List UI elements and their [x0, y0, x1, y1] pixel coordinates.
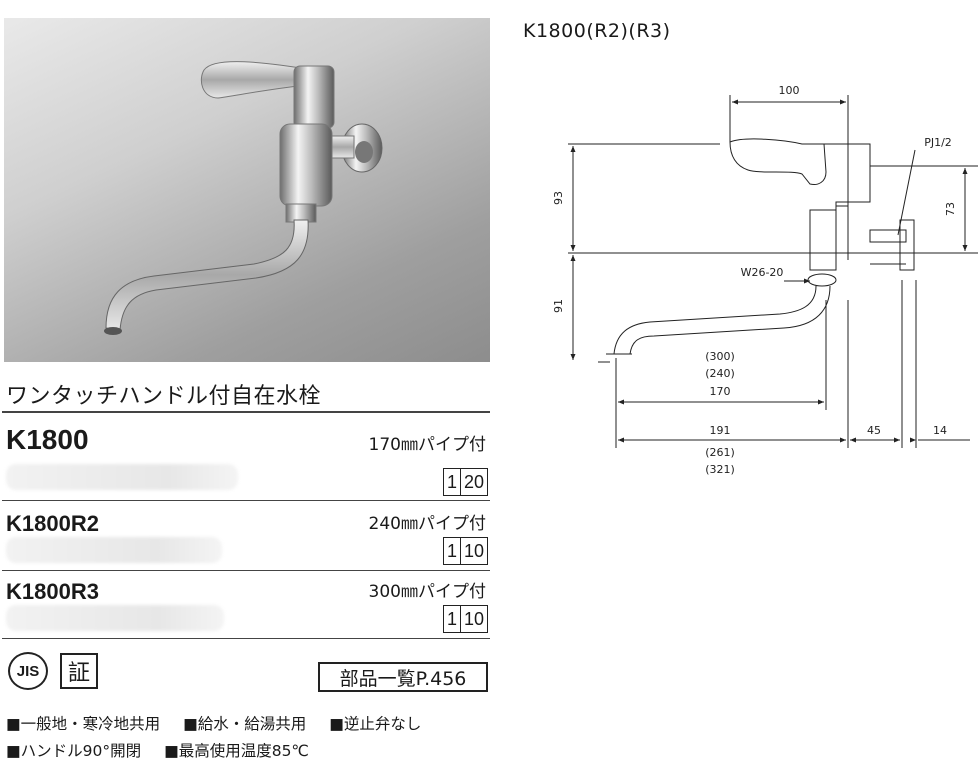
pipe-length-note: 170㎜パイプ付: [368, 435, 486, 455]
dim-label-14: 14: [933, 424, 947, 437]
feature-item: ■最高使用温度85℃: [164, 742, 309, 760]
divider: [2, 500, 490, 501]
feature-item: ■逆止弁なし: [329, 715, 422, 733]
model-row-k1800: K1800 170㎜パイプ付 1 20: [6, 424, 490, 496]
model-row-k1800r2: K1800R2 240㎜パイプ付 1 10: [6, 509, 490, 569]
divider: [2, 411, 490, 413]
jis-mark: JIS: [8, 652, 48, 690]
dim-label-261: (261): [705, 446, 735, 459]
redacted-text: [6, 537, 222, 563]
model-code: K1800R3: [6, 579, 99, 604]
redacted-text: [6, 464, 238, 490]
qty-case: 10: [459, 606, 487, 632]
qty-case: 20: [459, 469, 487, 495]
model-code: K1800: [6, 424, 89, 455]
feature-line: ■ハンドル90°開閉 ■最高使用温度85℃: [6, 738, 439, 765]
diagram-title: K1800(R2)(R3): [523, 20, 671, 42]
product-photo: [4, 18, 490, 362]
dim-label-170: 170: [710, 385, 731, 398]
dimension-drawing: 100 93 91 73 PJ1/2 W26-20 (300) (240) 17…: [552, 84, 978, 476]
product-name: ワンタッチハンドル付自在水栓: [6, 384, 322, 409]
pipe-length-note: 240㎜パイプ付: [368, 514, 486, 534]
divider: [2, 638, 490, 639]
qty-case: 10: [459, 538, 487, 564]
qty-unit: 1: [446, 540, 457, 561]
dim-label-73: 73: [944, 202, 957, 216]
qty-unit: 1: [446, 471, 457, 492]
thread-label: PJ1/2: [924, 136, 952, 149]
packing-quantity: 1 10: [442, 537, 488, 565]
feature-list: ■一般地・寒冷地共用 ■給水・給湯共用 ■逆止弁なし ■ハンドル90°開閉 ■最…: [6, 711, 439, 765]
dim-label-300: (300): [705, 350, 735, 363]
qty-unit: 1: [446, 608, 457, 629]
packing-quantity: 1 20: [442, 468, 488, 496]
dim-label-100: 100: [779, 84, 800, 97]
dim-label-93: 93: [552, 191, 565, 205]
parts-list-reference: 部品一覧P.456: [318, 662, 488, 692]
feature-item: ■ハンドル90°開閉: [6, 742, 142, 760]
packing-quantity: 1 10: [442, 605, 488, 633]
redacted-text: [6, 605, 224, 631]
dim-label-321: (321): [705, 463, 735, 476]
divider: [2, 570, 490, 571]
certification-mark: 証: [60, 653, 98, 689]
faucet-image: [104, 61, 383, 335]
feature-item: ■給水・給湯共用: [183, 715, 307, 733]
feature-line: ■一般地・寒冷地共用 ■給水・給湯共用 ■逆止弁なし: [6, 711, 439, 738]
dim-label-91: 91: [552, 299, 565, 313]
pipe-length-note: 300㎜パイプ付: [368, 582, 486, 602]
dim-label-45: 45: [867, 424, 881, 437]
dim-label-191: 191: [710, 424, 731, 437]
model-code: K1800R2: [6, 511, 99, 536]
feature-item: ■一般地・寒冷地共用: [6, 715, 161, 733]
nut-label: W26-20: [741, 266, 784, 279]
model-row-k1800r3: K1800R3 300㎜パイプ付 1 10: [6, 577, 490, 637]
dim-label-240: (240): [705, 367, 735, 380]
